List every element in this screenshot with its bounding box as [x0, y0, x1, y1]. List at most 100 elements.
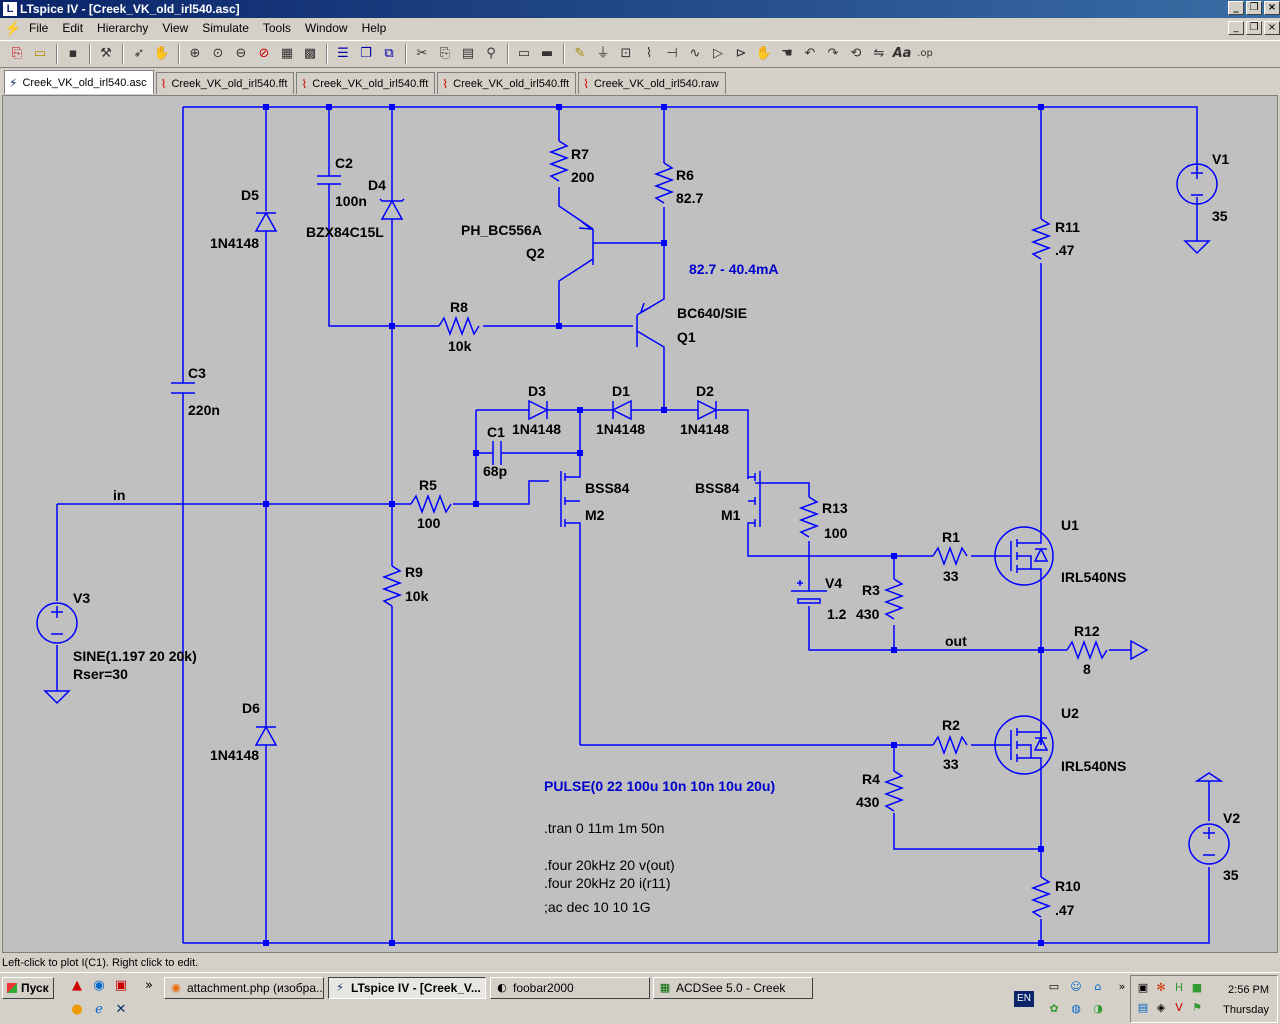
tray-globe-icon[interactable]: ◍ — [1071, 1002, 1081, 1015]
open-icon[interactable]: ▭ — [33, 46, 47, 61]
task-ltspice[interactable]: ⚡LTspice IV - [Creek_V... — [328, 977, 486, 999]
menu-view[interactable]: View — [162, 21, 189, 35]
inductor-icon[interactable]: ∿ — [689, 46, 701, 61]
spice-commands[interactable]: .tran 0 11m 1m 50n .four 20kHz 20 v(out)… — [544, 820, 675, 915]
tray-folder-icon[interactable]: ▭ — [1048, 980, 1060, 993]
autoscale-icon[interactable]: ▦ — [280, 46, 294, 61]
tab-fft-3[interactable]: ⌇ Creek_VK_old_irl540.fft — [437, 72, 577, 94]
component-labels[interactable]: C2 100n D4 BZX84C15L D5 1N4148 R7 200 R6… — [73, 146, 1240, 918]
resistor-r5 — [410, 493, 452, 515]
acrobat-icon[interactable]: ▲ — [72, 978, 82, 993]
tab-fft-2[interactable]: ⌇ Creek_VK_old_irl540.fft — [296, 72, 436, 94]
menu-tools[interactable]: Tools — [262, 21, 291, 35]
ie-icon[interactable]: ℯ — [95, 1002, 103, 1017]
move-icon[interactable]: ✋ — [755, 46, 773, 61]
zoom-out-icon[interactable]: ⊖ — [235, 46, 247, 61]
task-browser[interactable]: ◉attachment.php (изобра... — [164, 977, 324, 999]
menu-window[interactable]: Window — [304, 21, 348, 35]
task-foobar[interactable]: ◐foobar2000 — [490, 977, 650, 999]
ground-icon[interactable]: ⏚ — [596, 46, 610, 61]
close-button[interactable]: × — [1264, 1, 1280, 15]
menu-file[interactable]: File — [29, 21, 49, 35]
menu-hierarchy[interactable]: Hierarchy — [97, 21, 149, 35]
zoom-cancel-icon[interactable]: ⊘ — [258, 46, 270, 61]
tray-green-icon[interactable]: ■ — [1191, 981, 1203, 994]
start-button[interactable]: Пуск — [2, 977, 54, 999]
schematic-canvas[interactable]: C2 100n D4 BZX84C15L D5 1N4148 R7 200 R6… — [2, 95, 1278, 953]
zoom-extents-icon[interactable]: ▩ — [303, 46, 317, 61]
diode-icon[interactable]: ▷ — [713, 46, 723, 61]
resistor-icon[interactable]: ⌇ — [645, 46, 653, 61]
menu-edit[interactable]: Edit — [62, 21, 84, 35]
tray-user-icon[interactable]: ☺ — [1070, 980, 1082, 993]
media-icon[interactable]: ● — [71, 1002, 83, 1017]
menu-help[interactable]: Help — [361, 21, 387, 35]
zoom-in-icon[interactable]: ⊕ — [189, 46, 201, 61]
run-icon[interactable]: ➶ — [133, 46, 145, 61]
tray-speaker-icon[interactable]: ◈ — [1156, 1001, 1166, 1014]
components[interactable] — [36, 140, 1230, 918]
close-all-icon[interactable]: ⧉ — [384, 46, 394, 61]
restore-button[interactable]: ❐ — [1246, 1, 1262, 15]
spice-directives[interactable]: 82.7 - 40.4mA PULSE(0 22 100u 10n 10n 10… — [544, 261, 779, 794]
language-indicator[interactable]: EN — [1014, 991, 1034, 1007]
print-preview-icon[interactable]: ▭ — [517, 46, 531, 61]
calendar-icon[interactable]: ▣ — [114, 978, 128, 993]
tab-raw[interactable]: ⌇ Creek_VK_old_irl540.raw — [578, 72, 726, 94]
tray-display-icon[interactable]: ▤ — [1137, 1001, 1149, 1014]
system-tray: ▣ ✻ H ■ ▤ ◈ V ⚑ 2:56 PM Thursday — [1130, 975, 1278, 1023]
drag-icon[interactable]: ☚ — [781, 46, 793, 61]
paste-icon[interactable]: ▤ — [461, 46, 475, 61]
tray-update-icon[interactable]: ◑ — [1093, 1002, 1103, 1015]
tab-fft-1[interactable]: ⌇ Creek_VK_old_irl540.fft — [155, 72, 295, 94]
mirror-icon[interactable]: ⇋ — [873, 46, 885, 61]
network-icon[interactable]: ✕ — [115, 1002, 127, 1017]
find-icon[interactable]: ⚲ — [486, 46, 496, 61]
svg-text:R3: R3 — [862, 582, 880, 598]
browser-icon[interactable]: ◉ — [93, 978, 105, 993]
menu-simulate[interactable]: Simulate — [202, 21, 249, 35]
cascade-icon[interactable]: ❐ — [360, 46, 372, 61]
tile-horizontal-icon[interactable]: ☰ — [337, 46, 349, 61]
halt-icon[interactable]: ✋ — [153, 46, 171, 61]
tab-schematic[interactable]: ⚡ Creek_VK_old_irl540.asc — [4, 70, 154, 94]
child-close-button[interactable]: × — [1264, 21, 1280, 35]
tray-more-icon[interactable]: » — [1118, 980, 1126, 993]
tray-h-icon[interactable]: H — [1174, 981, 1184, 994]
tray-antivirus-icon[interactable]: ✻ — [1156, 981, 1166, 994]
wires[interactable] — [56, 106, 1210, 944]
save-icon[interactable]: ▪ — [68, 46, 78, 61]
spice-directive-icon[interactable]: .op — [917, 48, 933, 59]
tray-tool-icon[interactable]: ✿ — [1049, 1002, 1059, 1015]
tray-v-icon[interactable]: V — [1175, 1001, 1183, 1014]
control-panel-icon[interactable]: ⚒ — [100, 46, 112, 61]
child-restore-button[interactable]: ❐ — [1246, 21, 1262, 35]
tray-k-icon[interactable]: ⚑ — [1192, 1001, 1202, 1014]
quicklaunch-more-icon[interactable]: » — [145, 978, 153, 993]
child-minimize-button[interactable]: _ — [1228, 21, 1244, 35]
child-window-icon[interactable]: ⚡ — [4, 19, 22, 36]
text-icon[interactable]: Aa — [892, 46, 912, 61]
rotate-icon[interactable]: ⟲ — [850, 46, 862, 61]
tray-monitor-icon[interactable]: ▣ — [1137, 981, 1149, 994]
cut-icon[interactable]: ✂ — [416, 46, 428, 61]
minimize-button[interactable]: _ — [1228, 1, 1244, 15]
task-acdsee[interactable]: ▦ACDSee 5.0 - Creek — [653, 977, 813, 999]
child-window-controls: _ ❐ × — [1228, 21, 1280, 35]
clock-time[interactable]: 2:56 PM — [1228, 984, 1269, 996]
ltspice-app-icon[interactable]: L — [3, 2, 17, 16]
component-icon[interactable]: ⊳ — [735, 46, 747, 61]
print-icon[interactable]: ▬ — [540, 46, 554, 61]
draw-wire-icon[interactable]: ✎ — [574, 46, 586, 61]
tray-network-icon[interactable]: ⌂ — [1094, 980, 1102, 993]
undo-icon[interactable]: ↶ — [804, 46, 816, 61]
new-schematic-icon[interactable]: ⎘ — [11, 46, 23, 61]
capacitor-icon[interactable]: ⊣ — [666, 46, 678, 61]
ground-v1 — [1183, 240, 1211, 255]
svg-text:D6: D6 — [242, 700, 260, 716]
svg-text:100: 100 — [417, 515, 441, 531]
label-net-icon[interactable]: ⊡ — [620, 46, 632, 61]
copy-icon[interactable]: ⎘ — [439, 46, 451, 61]
pan-icon[interactable]: ⊙ — [212, 46, 224, 61]
redo-icon[interactable]: ↷ — [827, 46, 839, 61]
